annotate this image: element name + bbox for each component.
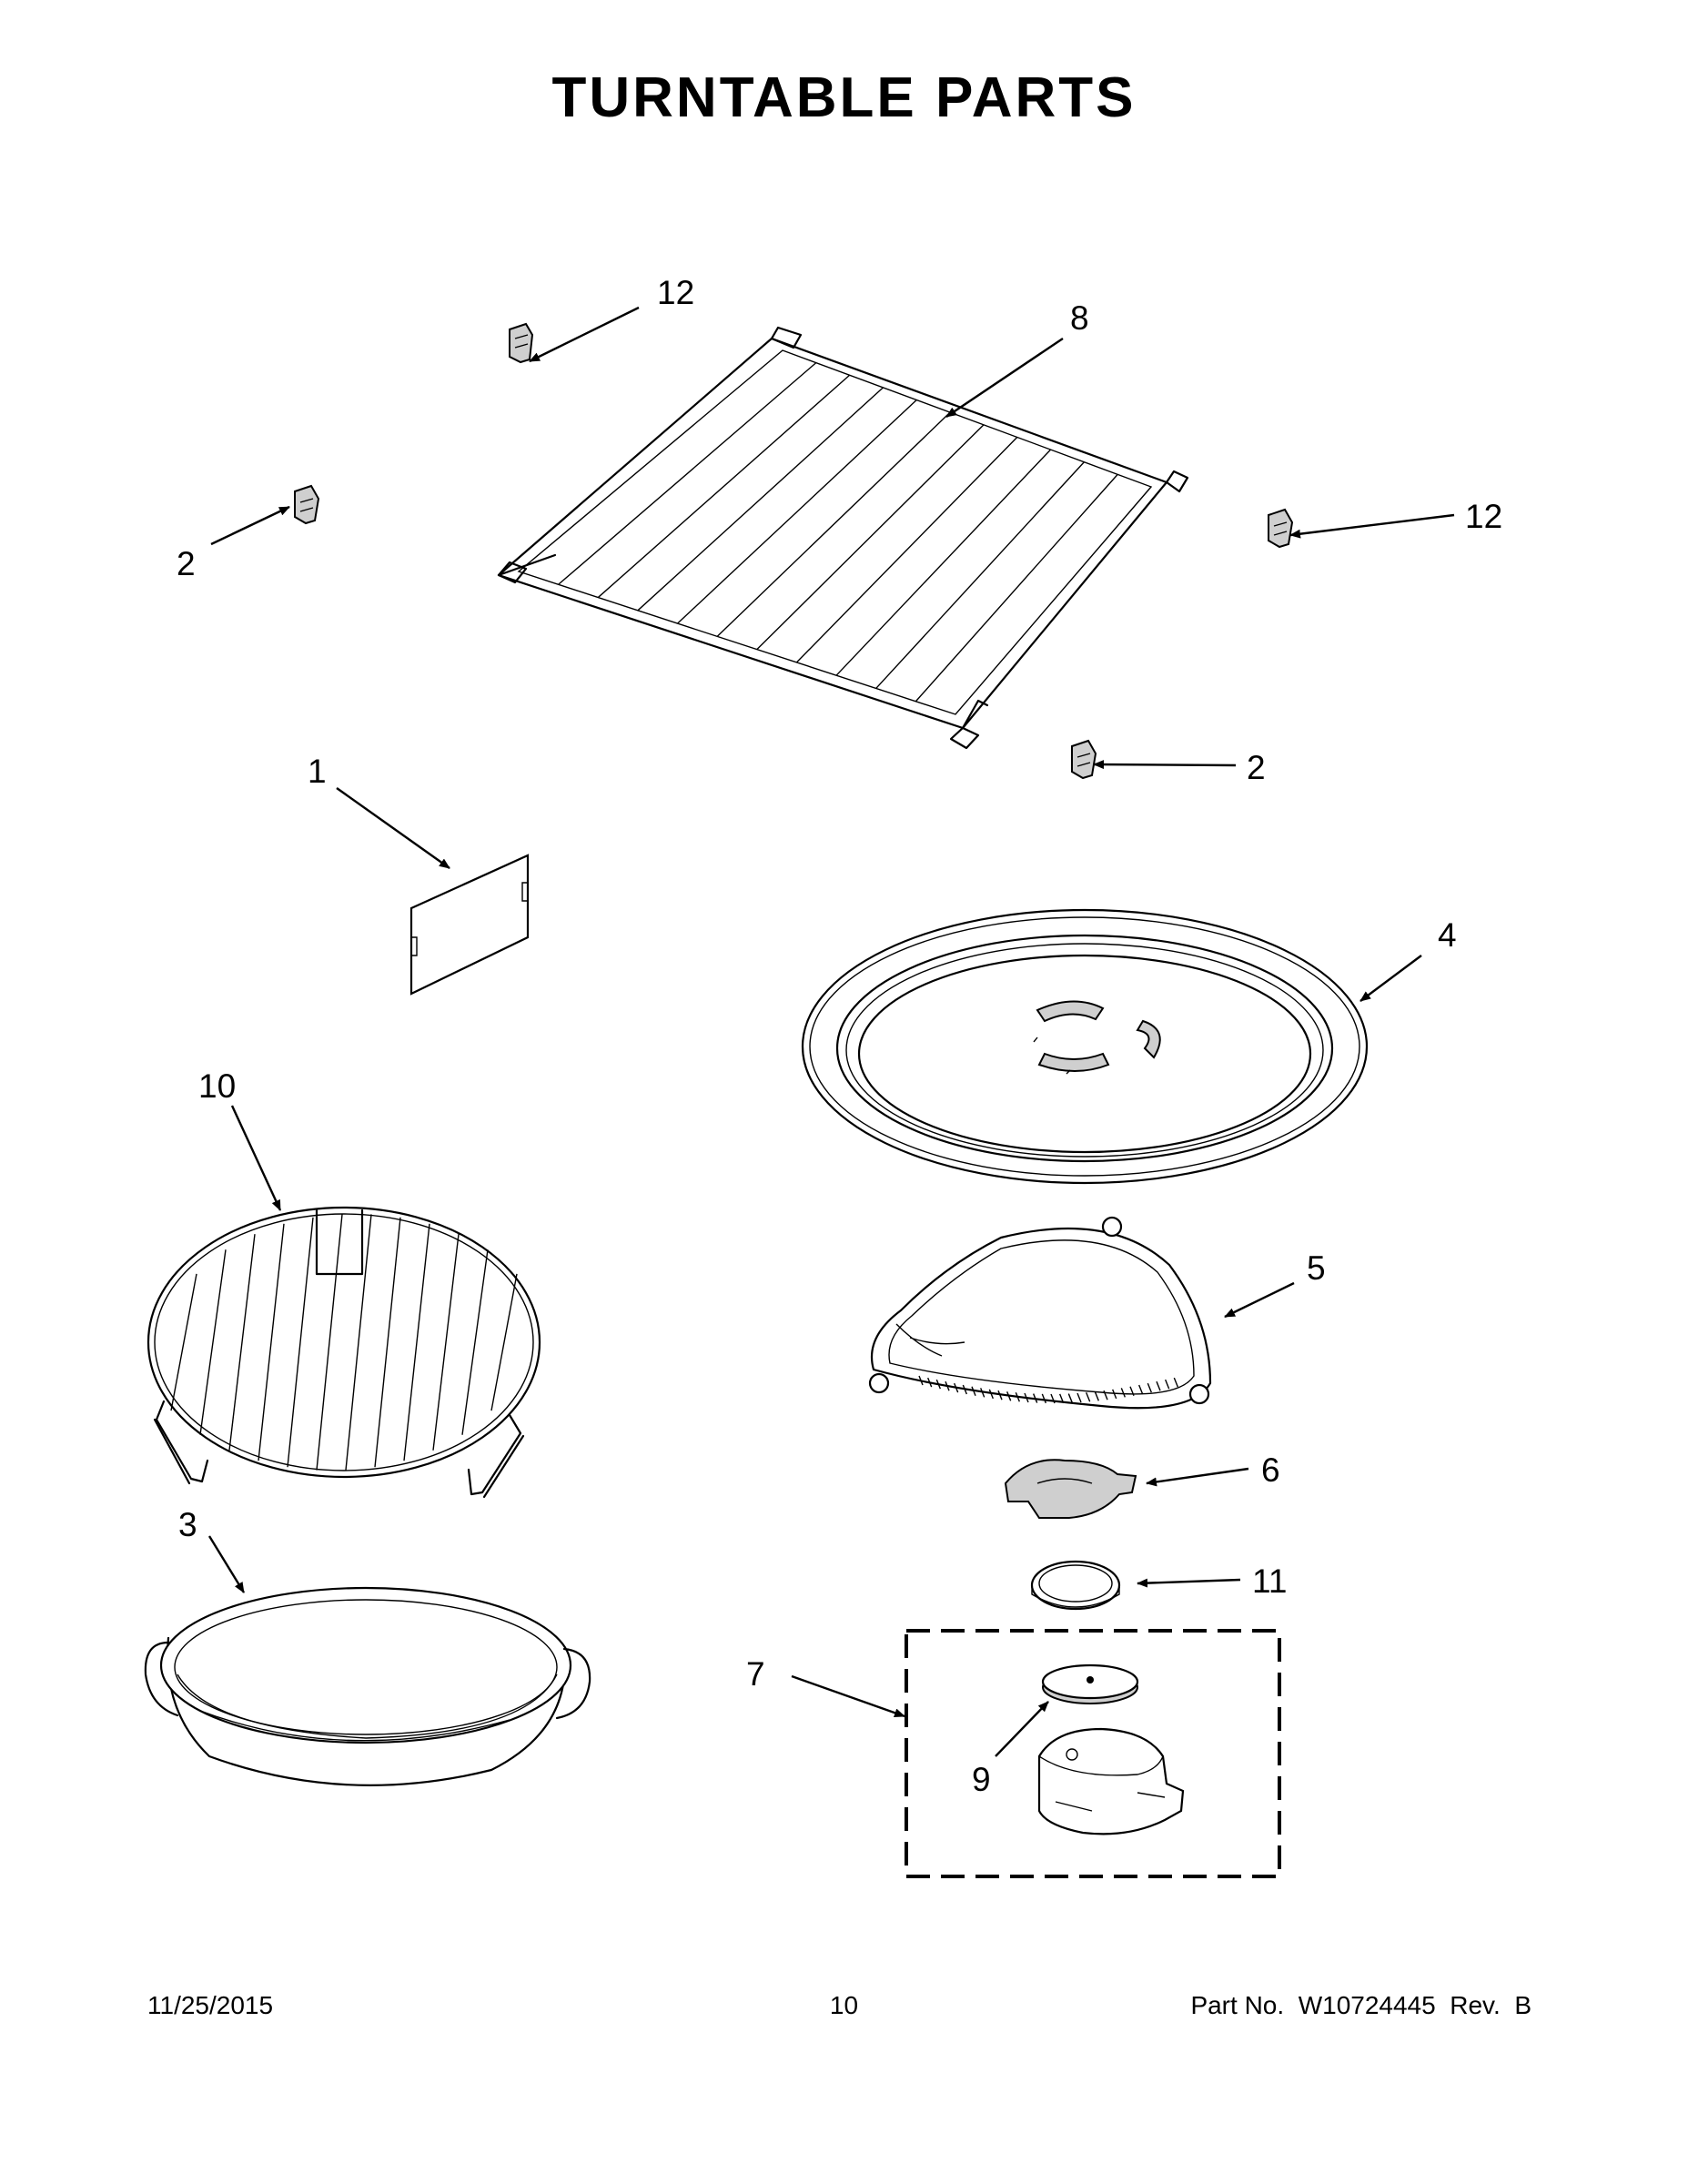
callout-7: 7 xyxy=(746,1655,765,1693)
callout-11: 11 xyxy=(1252,1562,1287,1600)
callout-labels: 12 8 2 12 2 1 4 10 5 6 3 11 7 9 xyxy=(177,274,1502,1798)
clip-part-2-right xyxy=(1071,739,1097,780)
footer-page-number: 10 xyxy=(829,1991,859,2019)
coupler-part xyxy=(1004,1459,1137,1519)
callout-9: 9 xyxy=(972,1761,991,1798)
callout-2-right: 2 xyxy=(1247,749,1266,786)
callout-4: 4 xyxy=(1438,916,1457,954)
clip-part-12-top xyxy=(509,322,534,364)
callout-3: 3 xyxy=(178,1506,197,1543)
callout-6: 6 xyxy=(1261,1451,1280,1489)
motor-shaft-disc-part xyxy=(1041,1663,1139,1704)
seal-ring-part xyxy=(1030,1560,1121,1611)
roller-ring-part xyxy=(868,1216,1212,1410)
callout-5: 5 xyxy=(1307,1249,1326,1287)
clip-part-12-right xyxy=(1268,508,1294,549)
callout-12-top: 12 xyxy=(657,274,694,311)
crisper-pan-part xyxy=(144,1586,591,1786)
callout-arrows xyxy=(207,306,1455,1757)
wire-rack-part xyxy=(497,326,1189,750)
footer-date: 11/25/2015 xyxy=(147,1991,274,2019)
callout-2-left: 2 xyxy=(177,545,196,582)
footer-part-number: Part No. W10724445 Rev. B xyxy=(1190,1991,1531,2019)
turntable-motor-part xyxy=(1037,1727,1185,1835)
callout-8: 8 xyxy=(1070,299,1089,337)
page-title: TURNTABLE PARTS xyxy=(551,66,1137,129)
clip-part-2-left xyxy=(294,484,320,525)
turntable-tray-part xyxy=(801,908,1369,1185)
round-rack-part xyxy=(147,1206,541,1499)
callout-1: 1 xyxy=(308,753,327,790)
motor-assembly-box xyxy=(905,1629,1281,1878)
callout-10: 10 xyxy=(198,1067,236,1105)
waveguide-cover-part xyxy=(409,854,530,996)
callout-12-right: 12 xyxy=(1465,498,1502,535)
